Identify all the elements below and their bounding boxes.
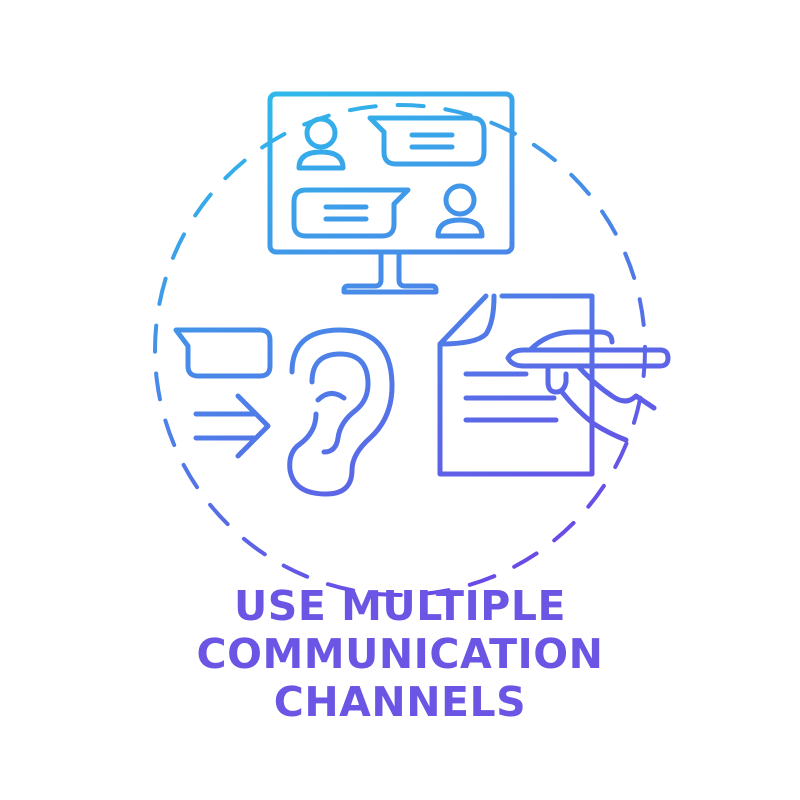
caption-line-3: CHANNELS — [273, 678, 527, 726]
caption-line-2: COMMUNICATION — [196, 630, 604, 678]
chat-bubble-icon — [291, 187, 411, 239]
chat-bubble-icon — [367, 115, 487, 167]
document-icon — [437, 293, 595, 477]
ear-icon — [287, 327, 395, 497]
user-icon — [435, 183, 485, 239]
chat-bubble-icon — [173, 327, 273, 379]
computer-monitor-icon — [267, 91, 515, 295]
user-icon — [296, 116, 346, 171]
caption-line-1: USE MULTIPLE — [234, 582, 566, 630]
hand-with-pen-icon — [505, 329, 671, 443]
arrow-right-icon — [193, 393, 271, 459]
